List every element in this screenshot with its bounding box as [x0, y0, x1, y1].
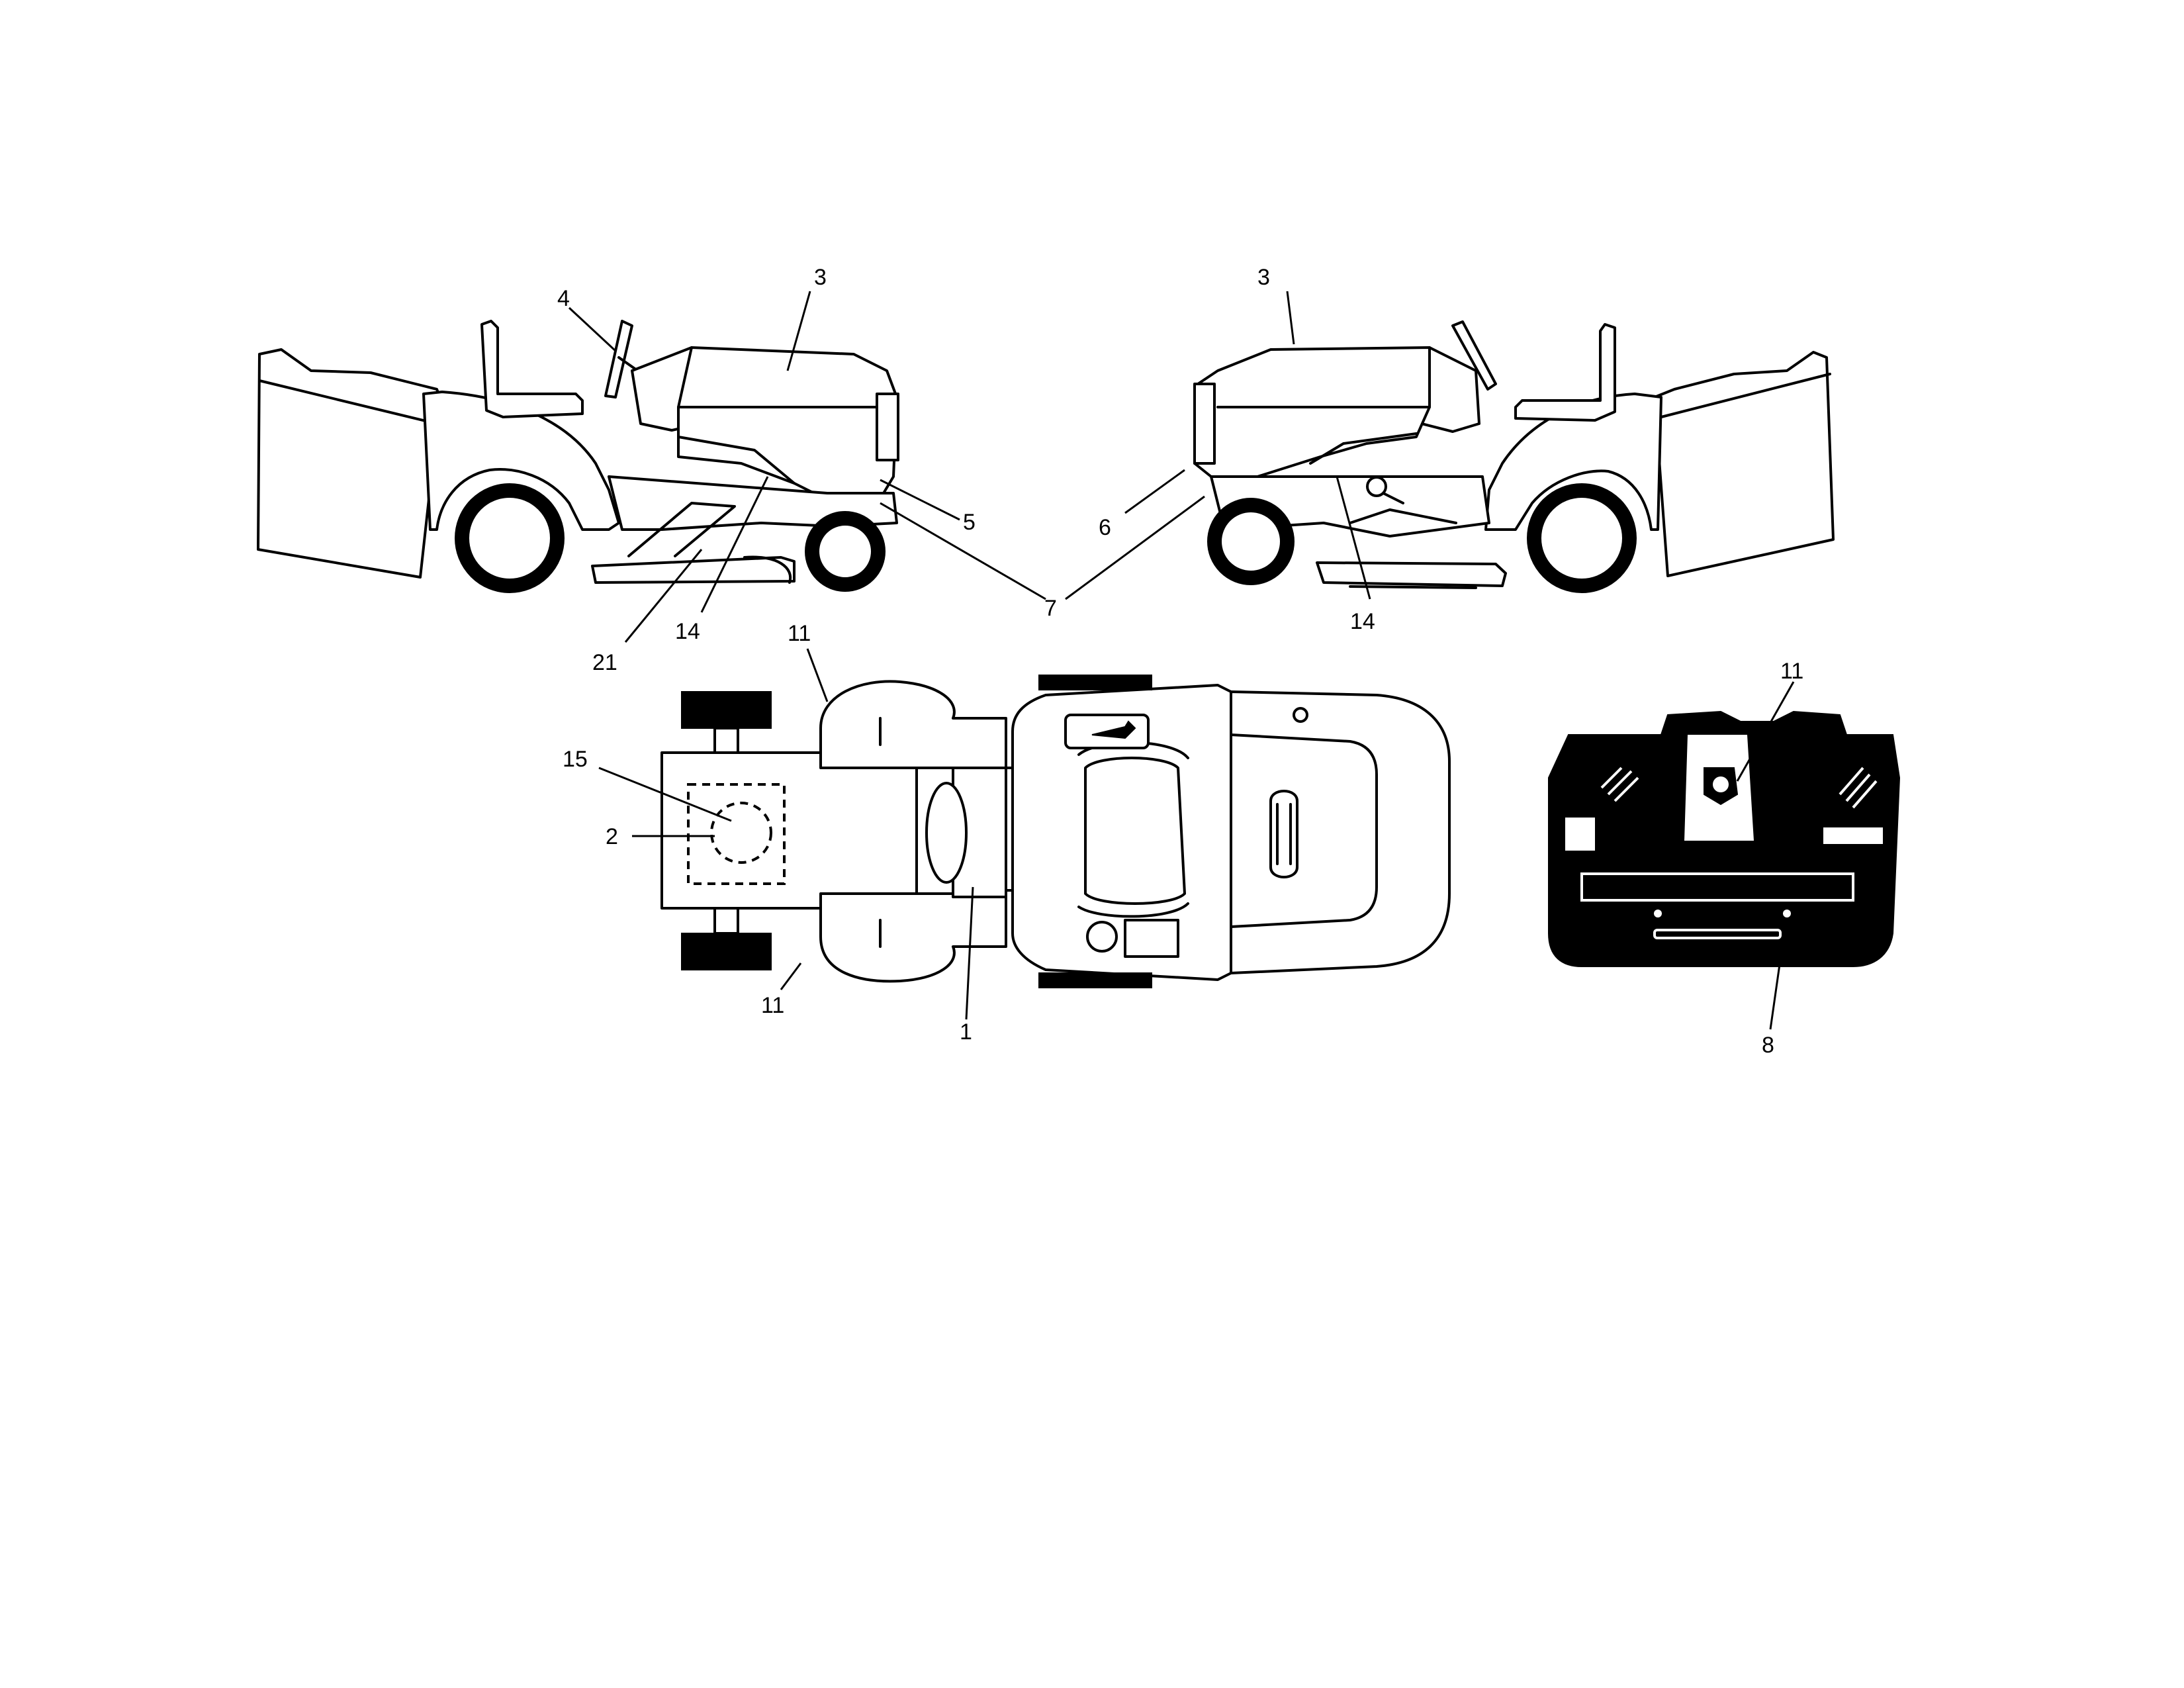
callout-7: 7 — [1044, 596, 1057, 621]
mower-deck — [1316, 561, 1507, 587]
callout-rear-11: 11 — [1780, 659, 1803, 684]
bag-top — [660, 751, 918, 910]
callout-left-14: 14 — [675, 619, 700, 644]
rear-tire-left — [681, 691, 772, 729]
right-side-view — [1193, 320, 1835, 593]
mower-deck — [591, 556, 796, 584]
callout-right-14: 14 — [1350, 609, 1375, 634]
seat-top — [1084, 757, 1186, 905]
callout-left-21: 21 — [592, 650, 617, 675]
callout-top-11a: 11 — [788, 621, 811, 646]
callout-left-3: 3 — [814, 265, 827, 290]
rear-view — [1548, 710, 1901, 967]
callout-top-15: 15 — [563, 747, 588, 772]
rear-fender-left — [819, 680, 1007, 769]
callout-right-3: 3 — [1257, 265, 1270, 290]
steering-wheel — [604, 320, 633, 399]
hood-top — [1230, 690, 1451, 974]
seat — [480, 320, 584, 418]
callout-top-2: 2 — [606, 824, 618, 849]
rear-tire-right — [681, 933, 772, 970]
top-view — [660, 675, 1451, 988]
callout-right-6: 6 — [1099, 515, 1111, 540]
rear-tire — [455, 483, 565, 593]
decal-2-location — [710, 802, 772, 864]
callout-left-4: 4 — [557, 286, 570, 311]
callout-left-5: 5 — [963, 510, 976, 535]
steering-wheel — [1451, 320, 1497, 391]
front-tire — [1207, 498, 1295, 585]
left-side-view — [257, 320, 899, 593]
hood — [1193, 346, 1431, 478]
grass-bag — [257, 348, 441, 579]
seat — [1514, 323, 1616, 422]
rear-tire — [1527, 483, 1637, 593]
front-tire — [805, 511, 886, 592]
callout-top-11b: 11 — [761, 993, 784, 1018]
callout-rear-8: 8 — [1762, 1033, 1774, 1058]
decal-15-location — [687, 783, 786, 885]
rear-fender-right — [819, 892, 1007, 983]
grass-bag — [1653, 351, 1835, 577]
leader-lines — [568, 291, 1795, 1030]
callout-top-1: 1 — [960, 1019, 972, 1045]
callout-labels: 3 4 5 7 14 21 3 6 14 11 11 15 2 1 11 8 — [557, 265, 1803, 1058]
